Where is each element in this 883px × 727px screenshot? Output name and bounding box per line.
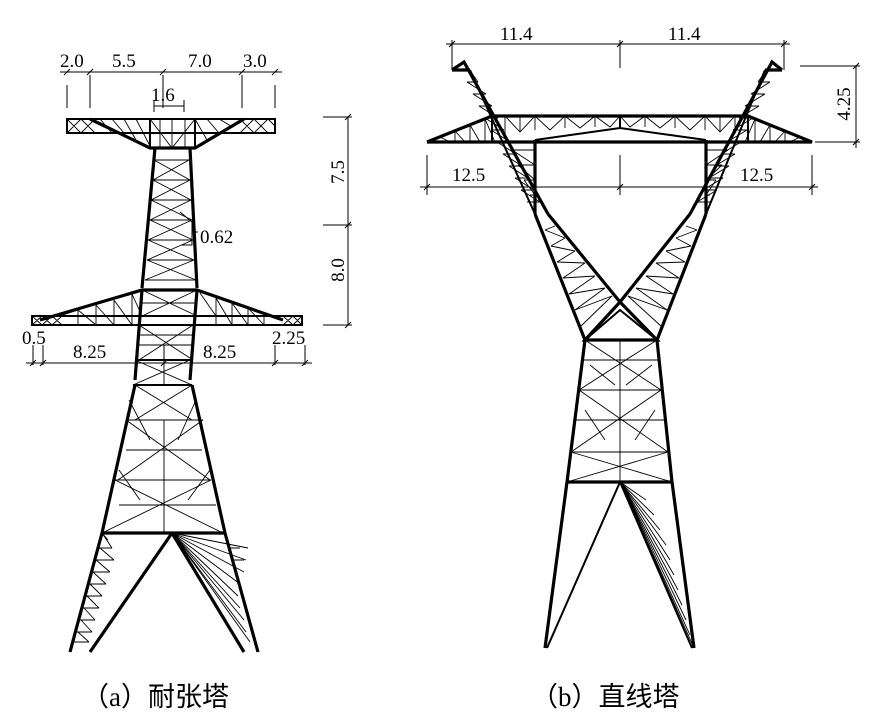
- dim-label: 0.5: [22, 328, 46, 349]
- dim-label: 11.4: [500, 24, 533, 45]
- dim-label: 2.25: [272, 328, 305, 349]
- tower-b-body: [565, 339, 674, 484]
- dim-label: 12.5: [452, 165, 485, 186]
- dim-label: 12.5: [740, 165, 773, 186]
- dim-label: 5.5: [112, 51, 136, 72]
- tower-a-dimensions: [26, 68, 352, 367]
- tower-b-legs: [543, 481, 696, 649]
- dim-label: 7.0: [188, 51, 212, 72]
- tower-a-top-crossarm: [66, 117, 276, 150]
- tower-b-waist: [533, 212, 708, 342]
- tower-b-dimensions: [420, 40, 860, 195]
- dim-label: 2.0: [60, 51, 84, 72]
- tower-b-window: [511, 116, 729, 214]
- dim-label: 1.6: [151, 85, 175, 106]
- tower-a-lower-crossarm: [31, 288, 303, 326]
- dim-label: 8.25: [73, 342, 106, 363]
- dim-label: 8.0: [328, 258, 349, 282]
- tower-b-peaks: [451, 59, 783, 215]
- dim-label: 11.4: [668, 24, 701, 45]
- dim-label: 4.25: [834, 87, 855, 120]
- tension-tower: 2.0 5.5 7.0 3.0 1.6 0.62 7.5 8.0 0.5 8.2…: [22, 51, 352, 653]
- dim-label: 0.62: [200, 227, 233, 248]
- dim-label: 7.5: [328, 160, 349, 184]
- caption-suspension-tower: （b）直线塔: [531, 682, 680, 712]
- tower-a-legs: [68, 384, 260, 653]
- caption-tension-tower: （a）耐张塔: [82, 682, 229, 712]
- dim-label: 3.0: [243, 51, 267, 72]
- tower-b-crossarm: [426, 114, 813, 144]
- tower-a-waist: [132, 289, 199, 386]
- dim-label: 8.25: [203, 342, 236, 363]
- tower-a-upper-shaft: [140, 147, 199, 289]
- suspension-tower: 11.4 11.4 4.25 12.5 12.5: [420, 24, 860, 649]
